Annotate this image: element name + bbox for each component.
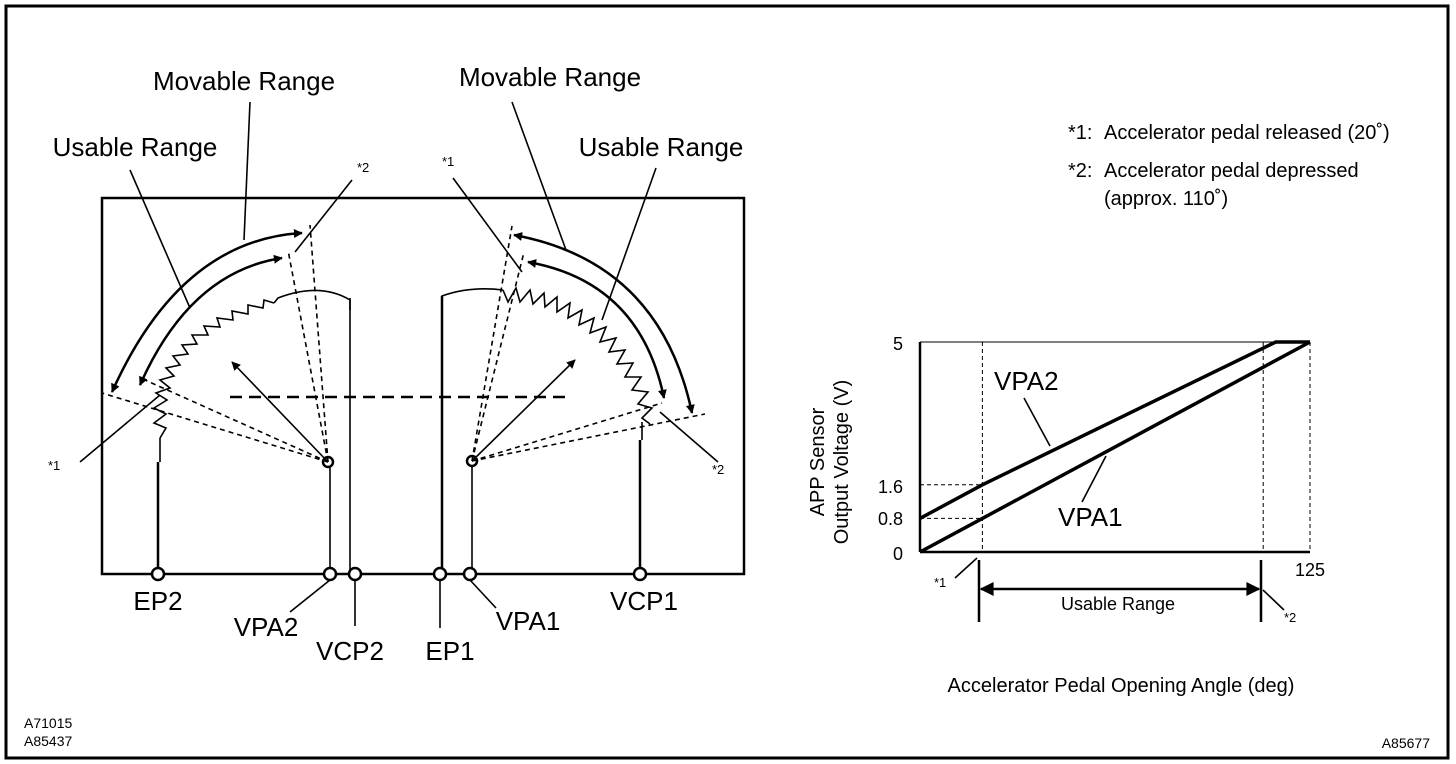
terminal-label-vpa2: VPA2 (234, 612, 299, 642)
y-tick-0: 0 (893, 544, 903, 564)
graph-usable-range-label: Usable Range (1061, 594, 1175, 614)
usable-range-label-right: Usable Range (579, 132, 744, 162)
terminal-vcp2 (347, 566, 363, 582)
vpa1-wiper-track (441, 288, 504, 310)
star2-label-bottom: *2 (712, 462, 724, 477)
movable-range-arc-left (110, 228, 303, 393)
terminal-label-ep1: EP1 (425, 636, 474, 666)
vpa1-pointer-arrow (471, 359, 576, 462)
graph-series (919, 340, 1311, 554)
terminal-vcp1 (632, 566, 648, 582)
notes: *1: Accelerator pedal released (20˚) *2:… (1068, 122, 1390, 210)
movable-range-arc-right (513, 232, 695, 414)
star1-label-bottom: *1 (48, 458, 60, 473)
outer-border (4, 4, 1450, 760)
usable-range-arc-left (138, 254, 283, 386)
note2-mark: *2: (1068, 160, 1092, 182)
y-tick-5: 5 (893, 334, 903, 354)
sensor-diagram: Movable Range Usable Range Movable Range… (48, 62, 746, 666)
x-axis-label: Accelerator Pedal Opening Angle (deg) (948, 675, 1295, 697)
movable-range-label-left: Movable Range (153, 66, 335, 96)
terminal-label-vpa1: VPA1 (496, 606, 561, 636)
terminal-vpa2 (322, 566, 338, 582)
vpa2-series-label: VPA2 (994, 366, 1059, 396)
graph-star2: *2 (1284, 610, 1296, 625)
sensor-housing (100, 196, 746, 576)
vpa2-resistor-assembly (79, 101, 353, 572)
vpa2-resistor-zigzag (152, 298, 275, 439)
star1-label-top: *1 (442, 154, 454, 169)
vpa1-resistor-zigzag (502, 285, 654, 425)
graph-star1: *1 (934, 575, 946, 590)
x-tick-125: 125 (1295, 560, 1325, 580)
y-axis-label-line2: Output Voltage (V) (831, 380, 853, 545)
y-tick-0-8: 0.8 (878, 509, 903, 529)
note1-text: Accelerator pedal released (20˚) (1104, 122, 1390, 144)
note2-text-line1: Accelerator pedal depressed (1104, 160, 1359, 182)
vpa2-wiper-track (273, 289, 351, 310)
series-line-vpa2 (919, 340, 1310, 520)
output-voltage-graph: 5 1.6 0.8 0 125 APP Sensor Output Voltag… (807, 334, 1325, 697)
usable-range-label-left: Usable Range (53, 132, 218, 162)
series-line-vpa1 (919, 340, 1311, 554)
vpa2-pointer-arrow (231, 361, 329, 463)
vpa1-series-label: VPA1 (1058, 502, 1123, 532)
terminal-vpa1 (462, 566, 478, 582)
terminal-label-vcp1: VCP1 (610, 586, 678, 616)
y-axis-label-line1: APP Sensor (807, 407, 829, 516)
vpa1-resistor-assembly (440, 101, 719, 572)
usable-range-arc-right (527, 258, 667, 399)
terminal-label-vcp2: VCP2 (316, 636, 384, 666)
movable-range-label-right: Movable Range (459, 62, 641, 92)
terminal-label-ep2: EP2 (133, 586, 182, 616)
terminal-ep1 (432, 566, 448, 582)
y-tick-1-6: 1.6 (878, 477, 903, 497)
star2-label-top: *2 (357, 160, 369, 175)
note2-text-line2: (approx. 110˚) (1104, 188, 1228, 210)
ref-code-a85677: A85677 (1382, 735, 1430, 751)
terminal-ep2 (150, 566, 166, 582)
ref-code-a71015: A71015 (24, 715, 72, 731)
note1-mark: *1: (1068, 122, 1092, 144)
ref-code-a85437: A85437 (24, 733, 72, 749)
